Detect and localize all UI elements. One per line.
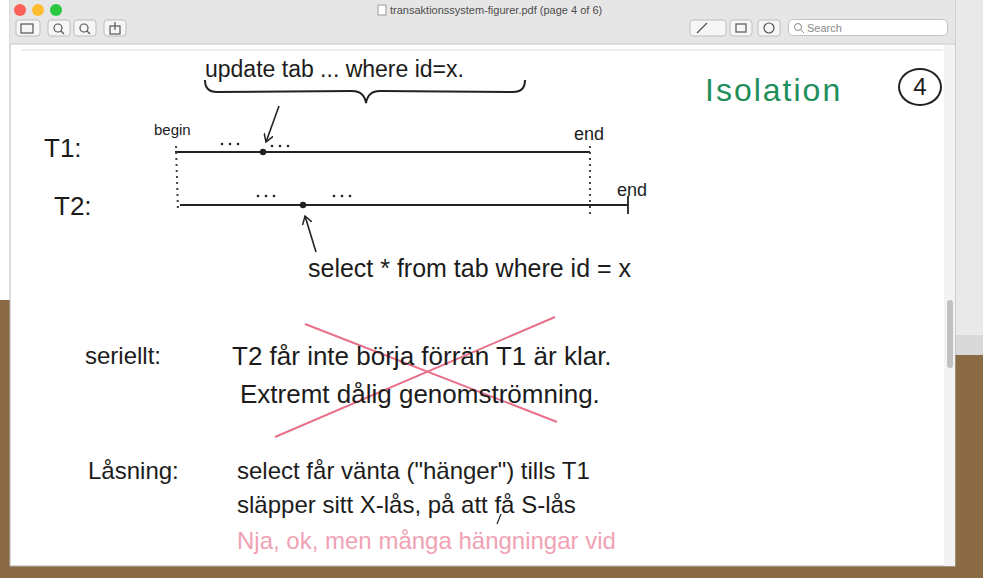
- close-button: [14, 4, 26, 16]
- minimize-button: [32, 4, 44, 16]
- end-dotted: [589, 146, 591, 214]
- t1-timeline: [175, 151, 590, 153]
- strike-line: [275, 317, 555, 437]
- end-mark: end: [617, 180, 647, 201]
- brace: [205, 80, 525, 103]
- page-edge: [22, 50, 943, 51]
- note-line: Extremt dålig genomströmning.: [240, 380, 600, 410]
- begin-dotted: [176, 146, 178, 212]
- node-text: 4: [913, 73, 926, 101]
- note-line: select får vänta ("hänger") tills T1: [237, 457, 590, 485]
- back-window: [955, 0, 983, 335]
- comment-line: Nja, ok, men många hängningar vid: [237, 527, 616, 555]
- title-toolbar: [10, 0, 955, 44]
- note-line: släpper sitt X-lås, på att få S-lås: [237, 491, 576, 519]
- sql-note: update tab ... where id=x.: [205, 56, 464, 82]
- toolbar-buttons: [16, 20, 780, 36]
- search-icon: [793, 22, 805, 34]
- t2-timeline: [180, 204, 628, 206]
- node-text: Search: [807, 22, 842, 34]
- end-mark: end: [574, 124, 604, 145]
- preview-window: [10, 0, 955, 566]
- section-term: Låsning:: [88, 457, 179, 485]
- leader-arrow: [266, 106, 279, 142]
- note-line: T2 får inte börja förrän T1 är klar.: [232, 342, 612, 372]
- sql-note: select * from tab where id = x: [308, 254, 631, 283]
- search-field: Search: [788, 19, 948, 36]
- toolbar-icons: [21, 22, 774, 34]
- window-title: transaktionssystem-figurer.pdf (page 4 o…: [390, 4, 602, 17]
- doc-icon: [378, 5, 386, 15]
- transaction-name: T2:: [54, 192, 92, 222]
- back-window: [955, 335, 983, 355]
- page-number-circle: 4: [898, 68, 942, 106]
- ellipsis-dots: [221, 143, 352, 209]
- scrollbar-thumb: [947, 300, 953, 368]
- section-term: seriellt:: [85, 342, 161, 370]
- leader-arrow: [305, 216, 316, 252]
- page-heading: Isolation: [705, 72, 842, 109]
- zoom-button: [50, 4, 62, 16]
- transaction-name: T1:: [44, 134, 82, 164]
- scrollbar-track: [944, 45, 955, 566]
- toolbar-edge: [10, 44, 955, 45]
- begin-mark: begin: [154, 121, 191, 138]
